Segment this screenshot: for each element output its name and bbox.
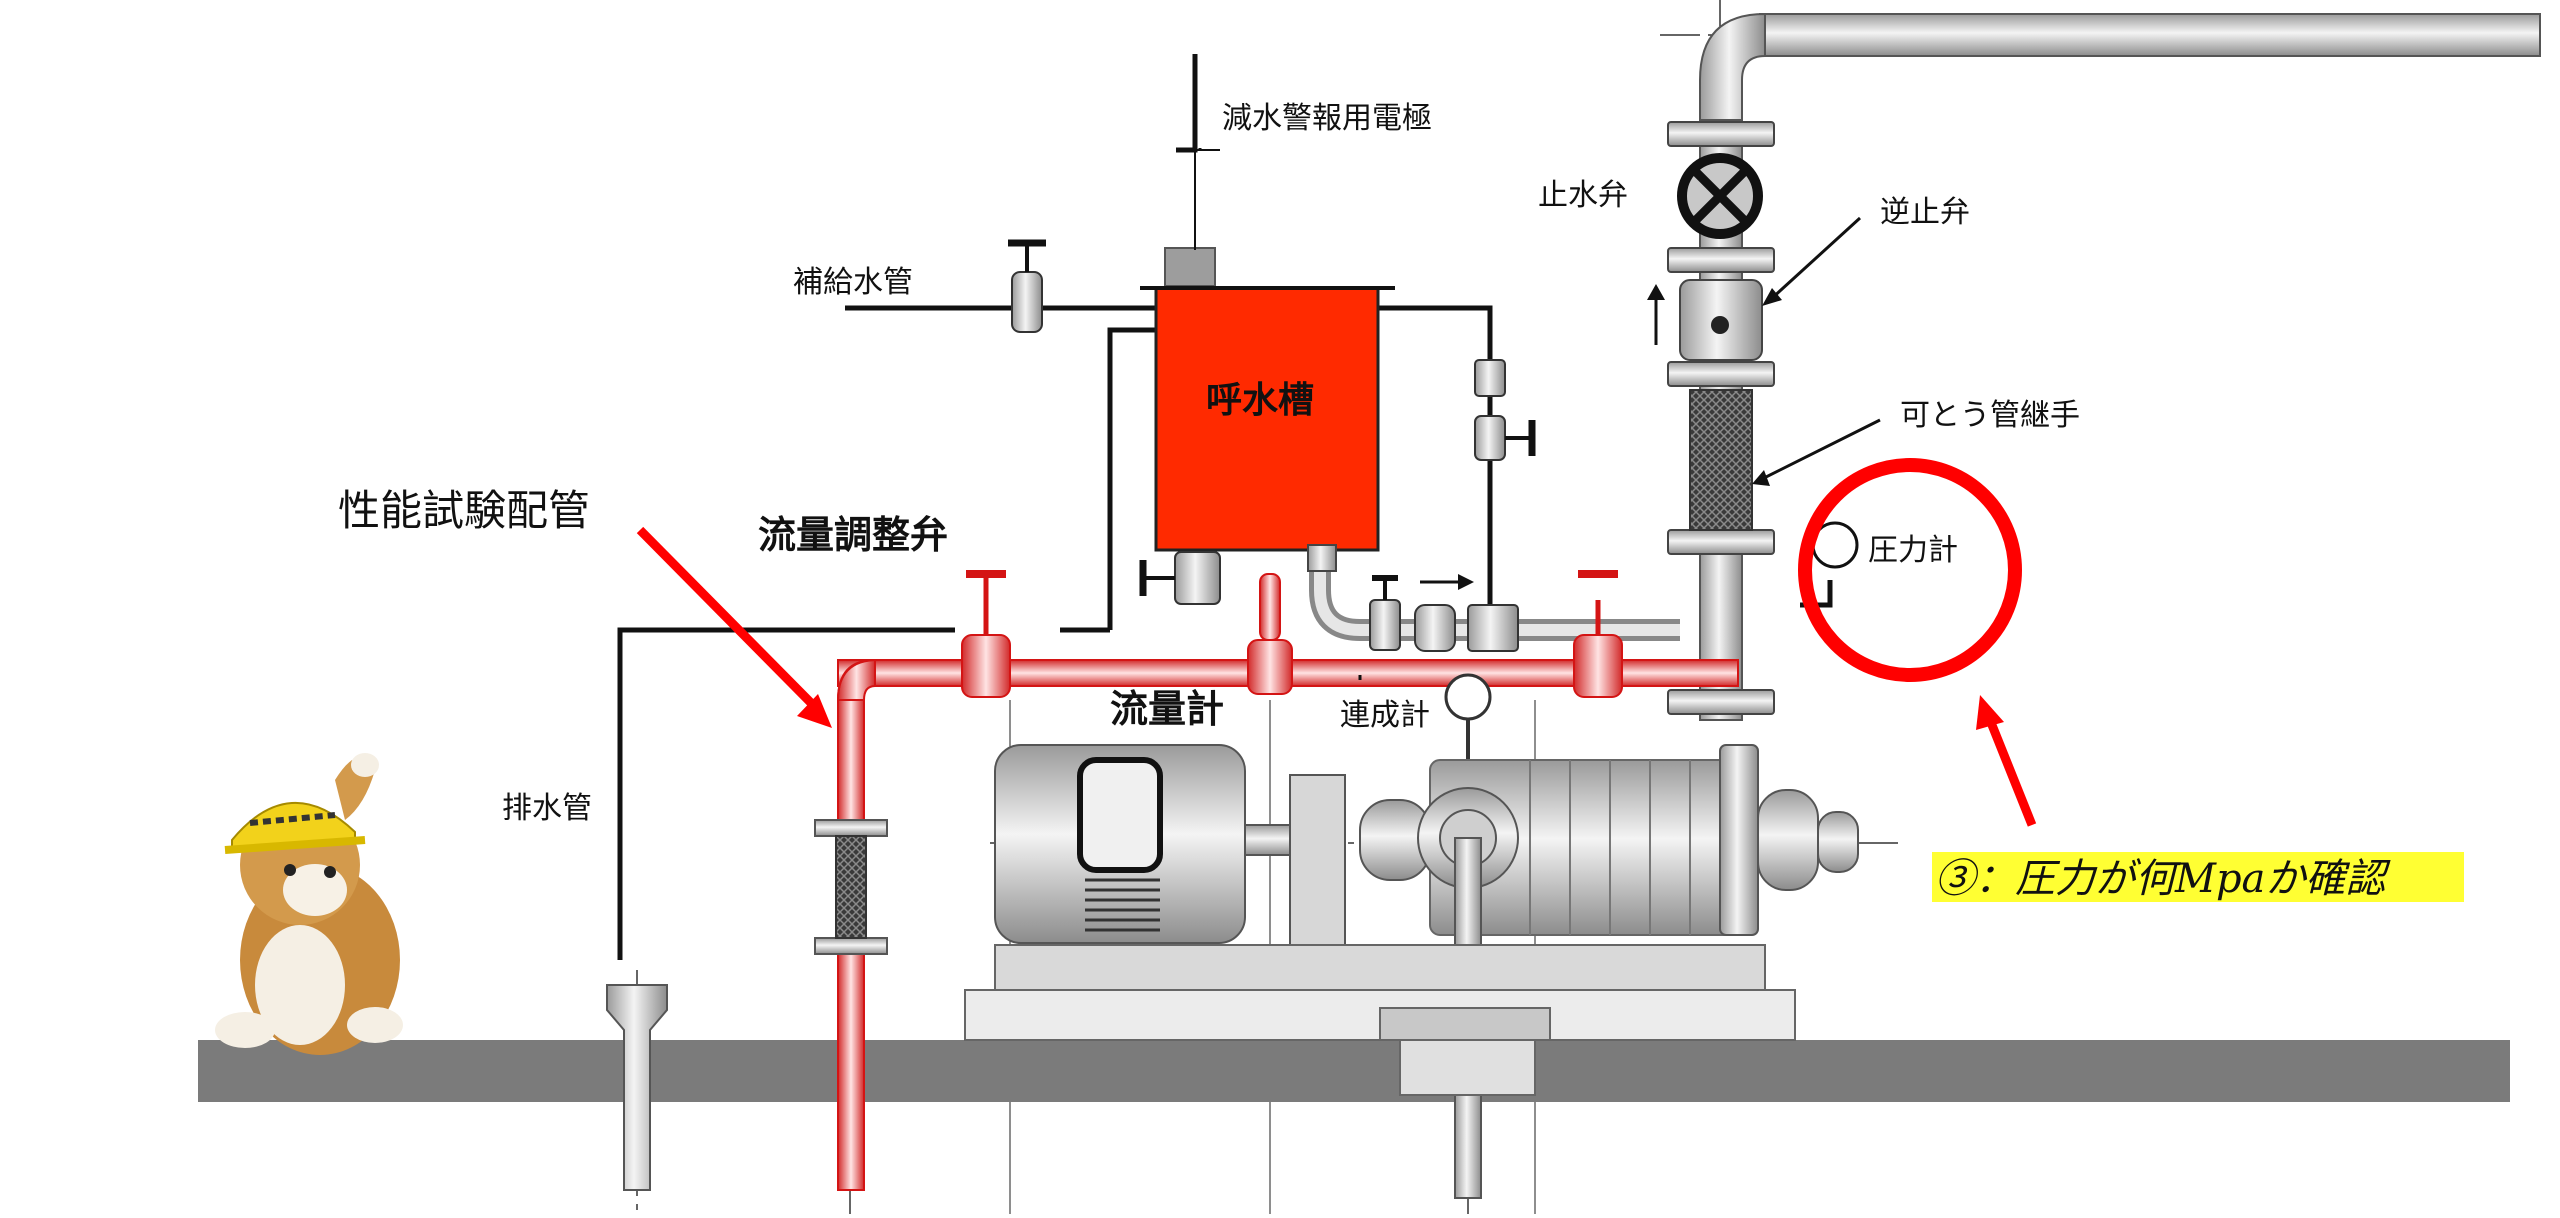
pressure-check-note: ③：圧力が何Mpaか確認 [1935, 856, 2391, 902]
electric-motor [994, 744, 1346, 946]
multistage-pump [1359, 744, 1859, 1199]
flow-meter [1247, 573, 1293, 695]
compound-gauge-label: 連成計 [1340, 698, 1430, 733]
flow-meter-label: 流量計 [1110, 687, 1224, 731]
electrode-cap [1164, 247, 1216, 287]
drain-pipe-label: 排水管 [502, 791, 592, 826]
electrode-leader [1194, 149, 1220, 250]
stop-valve-label: 止水弁 [1538, 178, 1628, 213]
flow-adjust-valve [961, 570, 1011, 698]
test-line-valve [1573, 570, 1623, 698]
pressure-gauge-label: 圧力計 [1868, 533, 1958, 568]
tank-label: 呼水槽 [1206, 380, 1314, 421]
red-arrow-performance-pipe [636, 526, 832, 728]
pressure-gauge-highlight-circle [1798, 458, 2022, 682]
supply-water-valve [1008, 239, 1046, 333]
flexible-joint-label: 可とう管継手 [1900, 398, 2080, 433]
flow-direction-arrow-icon [1647, 284, 1665, 345]
priming-pipe [1307, 544, 1680, 652]
discharge-header-pipe [1699, 12, 2541, 131]
tank-outlet-valves [1474, 359, 1536, 461]
performance-pipe-label: 性能試験配管 [338, 486, 590, 535]
note-highlight [1932, 852, 2464, 902]
flexible-joint [1689, 389, 1753, 531]
drain-funnel [606, 984, 668, 1191]
stop-valve-handwheel-icon [1677, 153, 1763, 239]
check-valve-label: 逆止弁 [1880, 195, 1970, 230]
leader-arrowheads [1752, 288, 1782, 486]
pump-base [964, 944, 1796, 1096]
priming-tank [1154, 286, 1380, 552]
floor-slab [198, 1040, 2510, 1102]
red-arrow-pressure-note [1976, 695, 2037, 827]
supply-pipe-label: 補給水管 [793, 265, 913, 300]
compound-gauge-icon [1444, 673, 1492, 760]
tank-drain-valve [1139, 551, 1221, 605]
electrode-label: 減水警報用電極 [1222, 101, 1432, 136]
cat-mascot-with-helmet-icon [215, 753, 403, 1055]
flow-valve-label: 流量調整弁 [758, 513, 948, 557]
